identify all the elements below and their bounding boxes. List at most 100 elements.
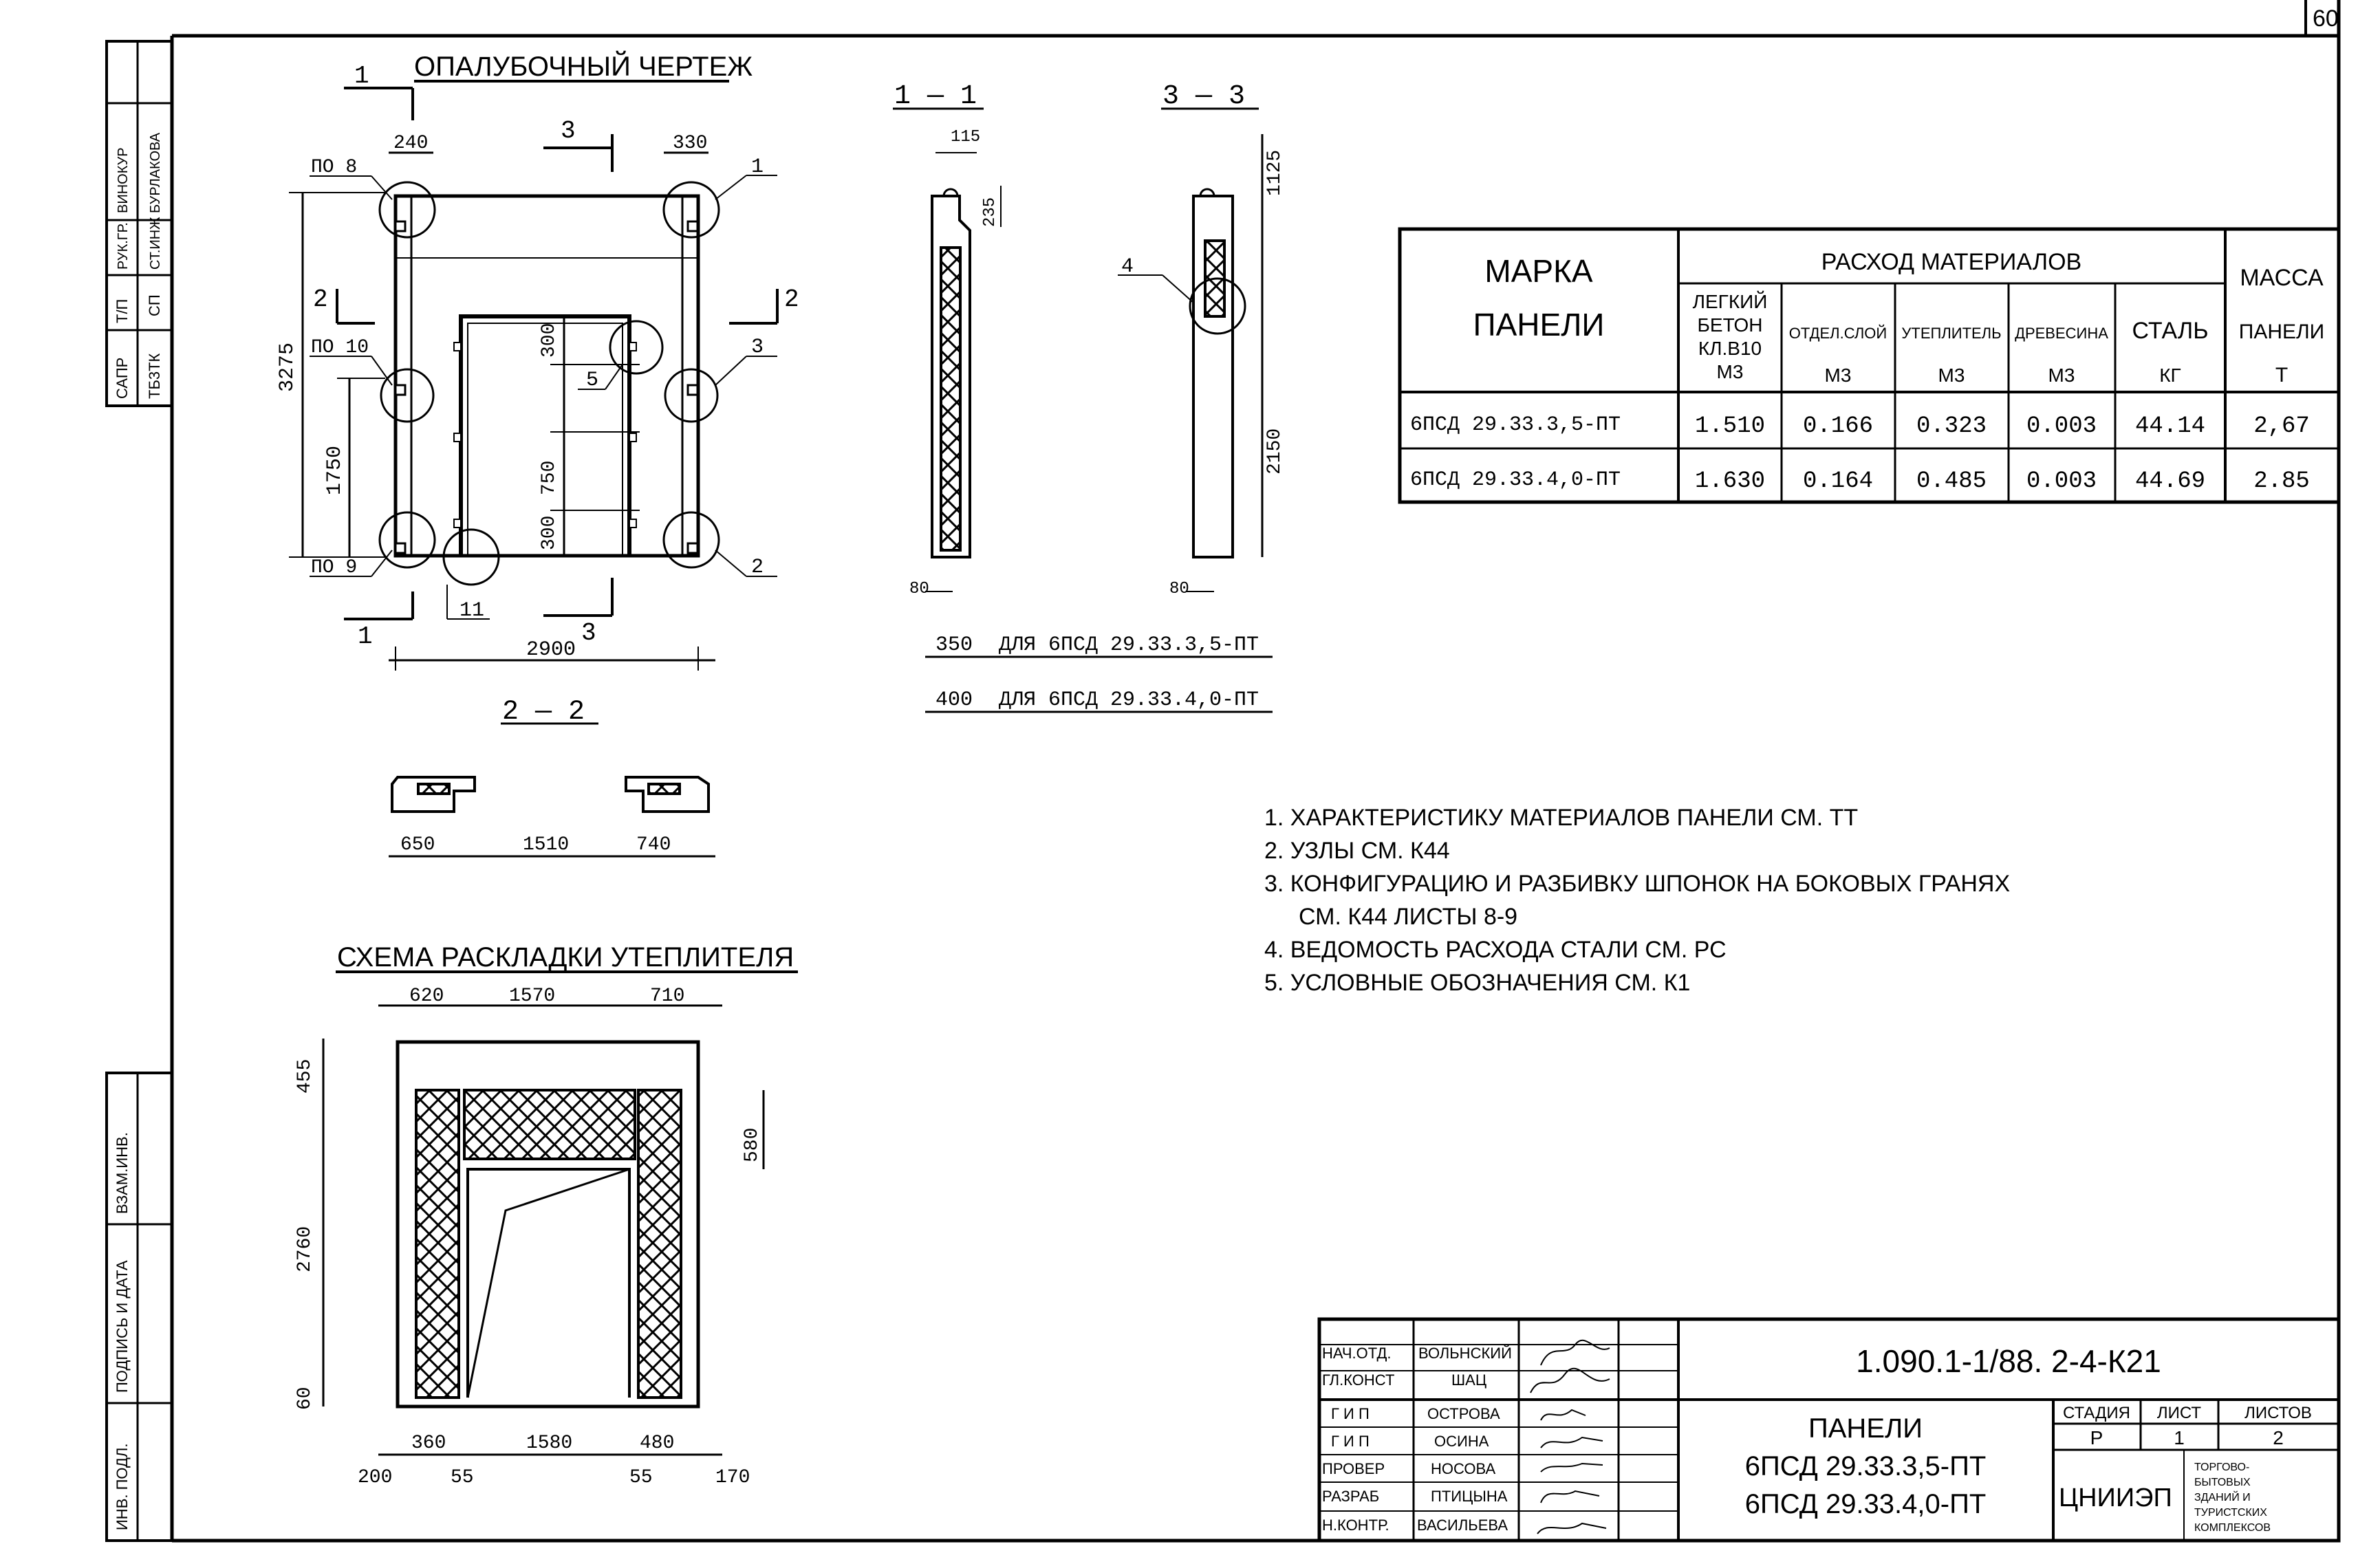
dim-label: 350 <box>935 633 973 657</box>
dim-label: 480 <box>640 1433 674 1454</box>
org-desc: ТОРГОВО- <box>2194 1462 2249 1473</box>
insulation-title: СХЕМА РАСКЛАДКИ УТЕПЛИТЕЛЯ <box>337 942 794 973</box>
staff-role: НАЧ.ОТД. <box>1322 1345 1391 1362</box>
staff-role: РАЗРАБ <box>1322 1488 1379 1505</box>
dim-label: 3275 <box>276 343 299 392</box>
formwork-title: ОПАЛУБОЧНЫЙ ЧЕРТЕЖ <box>414 50 753 82</box>
insulation-scheme: СХЕМА РАСКЛАДКИ УТЕПЛИТЕЛЯ 620 1570 710 … <box>294 942 798 1488</box>
dim-label: 1750 <box>323 446 347 495</box>
stamp-label: СТ.ИНЖ <box>148 217 163 270</box>
col-group: РАСХОД МАТЕРИАЛОВ <box>1821 249 2081 275</box>
dim-label: 80 <box>1169 580 1189 598</box>
subcol-unit: КГ <box>2159 365 2181 386</box>
doc-code: 1.090.1-1/88. 2-4-К21 <box>1856 1343 2161 1379</box>
note-line: 2. УЗЛЫ СМ. К44 <box>1264 838 1450 864</box>
subcol-name: КЛ.В10 <box>1698 338 1762 359</box>
stamp-label: САПР <box>113 358 131 399</box>
staff-name: ОСТРОВА <box>1427 1405 1500 1422</box>
dim-label: 2900 <box>526 638 576 662</box>
subcol-name: СТАЛЬ <box>2132 318 2208 344</box>
note-text: ДЛЯ 6ПСД 29.33.4,0-ПТ <box>999 688 1259 712</box>
dim-label: 300 <box>539 516 560 550</box>
node-circle <box>378 181 436 239</box>
dim-label: 2760 <box>294 1226 316 1272</box>
dim-label: 235 <box>981 197 999 227</box>
dim-label: 360 <box>411 1433 446 1454</box>
col-mark: МАРКА <box>1484 253 1592 289</box>
org-desc: КОМПЛЕКСОВ <box>2194 1522 2271 1534</box>
cut-label: 2 <box>313 285 328 314</box>
section-title: 1 — 1 <box>894 81 977 112</box>
dim-label: 80 <box>909 580 929 598</box>
title-block: НАЧ.ОТД. ВОЛЬНСКИЙ ГЛ.КОНСТ ШАЦ Г И П ОС… <box>1317 1317 2341 1543</box>
col-mass: Т <box>2275 364 2288 387</box>
dim-label: 55 <box>451 1467 474 1488</box>
stage-value: 2 <box>2273 1427 2284 1448</box>
dim-label: 580 <box>742 1128 763 1162</box>
staff-name: ШАЦ <box>1451 1371 1486 1389</box>
org-desc: БЫТОВЫХ <box>2194 1477 2251 1488</box>
node-circle <box>442 528 500 586</box>
dim-label: 170 <box>715 1467 750 1488</box>
doc-title: 6ПСД 29.33.3,5-ПТ <box>1745 1451 1987 1481</box>
dim-label: 455 <box>294 1059 316 1094</box>
dim-label: 60 <box>294 1387 316 1410</box>
table-cell: 0.164 <box>1803 468 1873 495</box>
stage-value: 1 <box>2174 1427 2185 1448</box>
table-cell: 1.510 <box>1695 413 1765 439</box>
signatures <box>1530 1339 1610 1534</box>
cut-label: 1 <box>358 622 373 651</box>
node-label: 2 <box>751 556 764 579</box>
subcol-unit: М3 <box>1825 365 1852 386</box>
note-line: 3. КОНФИГУРАЦИЮ И РАЗБИВКУ ШПОНОК НА БОК… <box>1264 871 2010 897</box>
org-desc: ЗДАНИЙ И <box>2194 1490 2251 1503</box>
cut-label: 2 <box>784 285 799 314</box>
thickness-notes: 350 ДЛЯ 6ПСД 29.33.3,5-ПТ 400 ДЛЯ 6ПСД 2… <box>925 633 1273 713</box>
table-cell: 1.630 <box>1695 468 1765 495</box>
table-cell-mark: 6ПСД 29.33.4,0-ПТ <box>1410 468 1621 492</box>
note-line: 4. ВЕДОМОСТЬ РАСХОДА СТАЛИ СМ. РС <box>1264 937 1727 963</box>
node-circle <box>662 511 720 569</box>
doc-title: ПАНЕЛИ <box>1808 1413 1923 1444</box>
subcol-name: ОТДЕЛ.СЛОЙ <box>1789 325 1887 342</box>
staff-role: Н.КОНТР. <box>1322 1517 1389 1534</box>
note-line: 1. ХАРАКТЕРИСТИКУ МАТЕРИАЛОВ ПАНЕЛИ СМ. … <box>1264 805 1858 831</box>
stage-value: Р <box>2090 1427 2103 1448</box>
dim-label: 240 <box>393 133 428 154</box>
staff-name: ОСИНА <box>1434 1433 1489 1450</box>
node-label: 4 <box>1121 255 1134 279</box>
staff-role: ГЛ.КОНСТ <box>1322 1371 1394 1389</box>
dim-label: 300 <box>539 323 560 358</box>
table-cell: 0.323 <box>1916 413 1987 439</box>
subcol-unit: М3 <box>1938 365 1965 386</box>
general-notes: 1. ХАРАКТЕРИСТИКУ МАТЕРИАЛОВ ПАНЕЛИ СМ. … <box>1264 805 2010 996</box>
subcol-unit: М3 <box>2048 365 2075 386</box>
org-name: ЦНИИЭП <box>2059 1484 2172 1512</box>
section-2-2: 2 — 2 650 1510 740 <box>389 697 715 858</box>
po-label: ПО 8 <box>311 157 357 178</box>
dim-label: 400 <box>935 688 973 712</box>
dim-label: 1510 <box>523 834 569 856</box>
cut-label: 1 <box>354 62 369 90</box>
dim-label: 1125 <box>1264 150 1286 196</box>
staff-name: ВАСИЛЬЕВА <box>1417 1517 1508 1534</box>
staff-name: НОСОВА <box>1431 1460 1495 1477</box>
node-circle <box>664 368 719 423</box>
sheet-number: 60 <box>2313 6 2339 32</box>
stamp-label: БУРЛАКОВА <box>148 132 163 213</box>
staff-name: ПТИЦЫНА <box>1431 1488 1508 1505</box>
table-cell: 0.003 <box>2026 413 2097 439</box>
cut-label: 3 <box>561 117 576 145</box>
note-line: 5. УСЛОВНЫЕ ОБОЗНАЧЕНИЯ СМ. К1 <box>1264 970 1690 996</box>
stamp-label: ИНВ. ПОДЛ. <box>113 1444 131 1531</box>
formwork-drawing: ОПАЛУБОЧНЫЙ ЧЕРТЕЖ 240 <box>276 50 799 671</box>
table-cell: 44.14 <box>2135 413 2205 439</box>
table-cell: 2,67 <box>2253 413 2310 439</box>
stage-header: ЛИСТОВ <box>2244 1404 2312 1422</box>
stamp-label: СП <box>146 294 163 316</box>
doc-title: 6ПСД 29.33.4,0-ПТ <box>1745 1489 1987 1519</box>
subcol-name: БЕТОН <box>1698 314 1763 336</box>
dim-label: 1570 <box>509 986 555 1007</box>
node-label: 5 <box>586 369 598 392</box>
